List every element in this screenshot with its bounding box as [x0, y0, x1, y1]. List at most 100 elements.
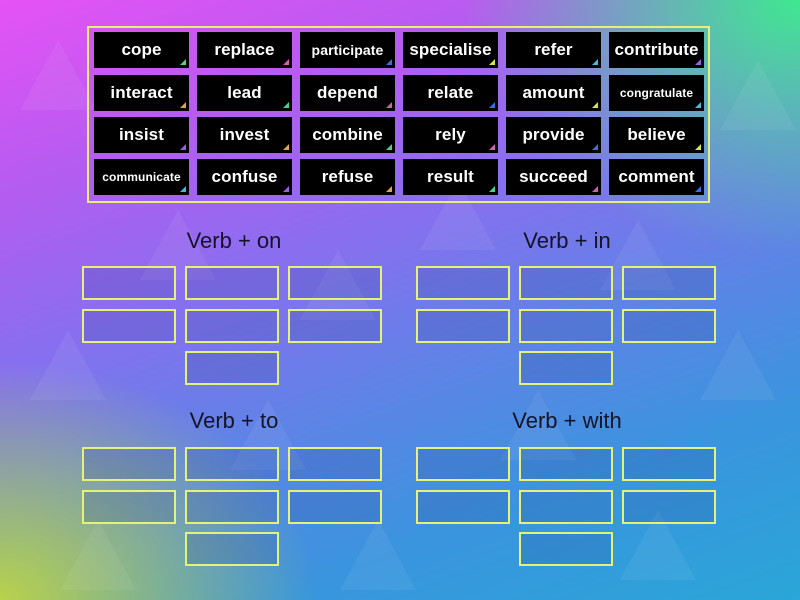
drop-slot-verb-on-1[interactable]	[82, 266, 176, 300]
drop-slot-verb-with-5[interactable]	[519, 490, 613, 524]
group-title-verb-with: Verb + with	[512, 408, 622, 433]
word-card-confuse[interactable]: confuse	[197, 159, 292, 195]
word-card-relate[interactable]: relate	[403, 75, 498, 111]
word-card-label: relate	[427, 83, 474, 102]
word-card-invest[interactable]: invest	[197, 117, 292, 153]
corner-triangle-icon	[695, 186, 701, 192]
word-card-succeed[interactable]: succeed	[506, 159, 601, 195]
word-card-label: congratulate	[619, 86, 694, 100]
drop-slot-verb-on-5[interactable]	[185, 309, 279, 343]
drop-slot-verb-to-1[interactable]	[82, 447, 176, 481]
drop-slot-verb-in-5[interactable]	[519, 309, 613, 343]
corner-triangle-icon	[283, 59, 289, 65]
corner-triangle-icon	[695, 59, 701, 65]
word-card-label: cope	[121, 40, 162, 59]
corner-triangle-icon	[592, 102, 598, 108]
group-title-verb-to: Verb + to	[189, 408, 279, 433]
corner-triangle-icon	[695, 102, 701, 108]
drop-slot-verb-in-7[interactable]	[519, 351, 613, 385]
word-card-label: interact	[110, 83, 173, 102]
word-card-interact[interactable]: interact	[94, 75, 189, 111]
word-card-contribute[interactable]: contribute	[609, 32, 704, 68]
drop-slot-verb-to-3[interactable]	[288, 447, 382, 481]
word-card-refer[interactable]: refer	[506, 32, 601, 68]
word-card-result[interactable]: result	[403, 159, 498, 195]
corner-triangle-icon	[180, 186, 186, 192]
corner-triangle-icon	[695, 144, 701, 150]
group-title-verb-on: Verb + on	[186, 228, 282, 253]
word-card-lead[interactable]: lead	[197, 75, 292, 111]
corner-triangle-icon	[386, 144, 392, 150]
word-card-label: confuse	[211, 167, 278, 186]
bg-triangle	[720, 60, 796, 130]
corner-triangle-icon	[386, 59, 392, 65]
corner-triangle-icon	[386, 186, 392, 192]
drop-slot-verb-to-2[interactable]	[185, 447, 279, 481]
word-card-combine[interactable]: combine	[300, 117, 395, 153]
drop-slot-verb-on-3[interactable]	[288, 266, 382, 300]
drop-slot-verb-to-6[interactable]	[288, 490, 382, 524]
corner-triangle-icon	[489, 144, 495, 150]
corner-triangle-icon	[592, 186, 598, 192]
corner-triangle-icon	[489, 102, 495, 108]
word-card-comment[interactable]: comment	[609, 159, 704, 195]
corner-triangle-icon	[592, 144, 598, 150]
corner-triangle-icon	[283, 186, 289, 192]
drop-slot-verb-with-6[interactable]	[622, 490, 716, 524]
word-card-label: rely	[435, 125, 466, 144]
word-card-amount[interactable]: amount	[506, 75, 601, 111]
drop-slot-verb-in-1[interactable]	[416, 266, 510, 300]
drop-slot-verb-in-6[interactable]	[622, 309, 716, 343]
word-card-label: refuse	[321, 167, 374, 186]
word-card-label: amount	[522, 83, 585, 102]
corner-triangle-icon	[592, 59, 598, 65]
corner-triangle-icon	[283, 144, 289, 150]
corner-triangle-icon	[489, 186, 495, 192]
drop-slot-verb-on-6[interactable]	[288, 309, 382, 343]
drop-slot-verb-on-7[interactable]	[185, 351, 279, 385]
corner-triangle-icon	[283, 102, 289, 108]
drop-slot-verb-with-1[interactable]	[416, 447, 510, 481]
word-card-congratulate[interactable]: congratulate	[609, 75, 704, 111]
word-card-refuse[interactable]: refuse	[300, 159, 395, 195]
word-card-label: believe	[627, 125, 686, 144]
word-card-cope[interactable]: cope	[94, 32, 189, 68]
word-card-label: result	[427, 167, 474, 186]
word-card-provide[interactable]: provide	[506, 117, 601, 153]
drop-slot-verb-in-4[interactable]	[416, 309, 510, 343]
word-card-communicate[interactable]: communicate	[94, 159, 189, 195]
drop-slot-verb-with-2[interactable]	[519, 447, 613, 481]
word-card-rely[interactable]: rely	[403, 117, 498, 153]
word-card-label: participate	[311, 42, 384, 58]
word-card-label: contribute	[614, 40, 699, 59]
bg-triangle	[20, 40, 96, 110]
drop-slot-verb-with-3[interactable]	[622, 447, 716, 481]
drop-slot-verb-on-4[interactable]	[82, 309, 176, 343]
word-card-replace[interactable]: replace	[197, 32, 292, 68]
word-card-depend[interactable]: depend	[300, 75, 395, 111]
word-card-believe[interactable]: believe	[609, 117, 704, 153]
corner-triangle-icon	[489, 59, 495, 65]
drop-slot-verb-to-5[interactable]	[185, 490, 279, 524]
word-card-label: specialise	[409, 40, 492, 59]
drop-slot-verb-to-7[interactable]	[185, 532, 279, 566]
corner-triangle-icon	[386, 102, 392, 108]
word-card-participate[interactable]: participate	[300, 32, 395, 68]
word-card-specialise[interactable]: specialise	[403, 32, 498, 68]
drop-slot-verb-to-4[interactable]	[82, 490, 176, 524]
corner-triangle-icon	[180, 144, 186, 150]
drop-slot-verb-with-4[interactable]	[416, 490, 510, 524]
word-card-label: comment	[618, 167, 695, 186]
word-card-label: invest	[219, 125, 270, 144]
drop-slot-verb-in-2[interactable]	[519, 266, 613, 300]
card-tray	[87, 26, 710, 203]
corner-triangle-icon	[180, 102, 186, 108]
drop-slot-verb-in-3[interactable]	[622, 266, 716, 300]
word-card-label: replace	[214, 40, 275, 59]
word-card-insist[interactable]: insist	[94, 117, 189, 153]
word-card-label: insist	[118, 125, 164, 144]
drop-slot-verb-on-2[interactable]	[185, 266, 279, 300]
drop-slot-verb-with-7[interactable]	[519, 532, 613, 566]
word-card-label: communicate	[102, 170, 181, 184]
word-card-label: succeed	[519, 167, 588, 186]
